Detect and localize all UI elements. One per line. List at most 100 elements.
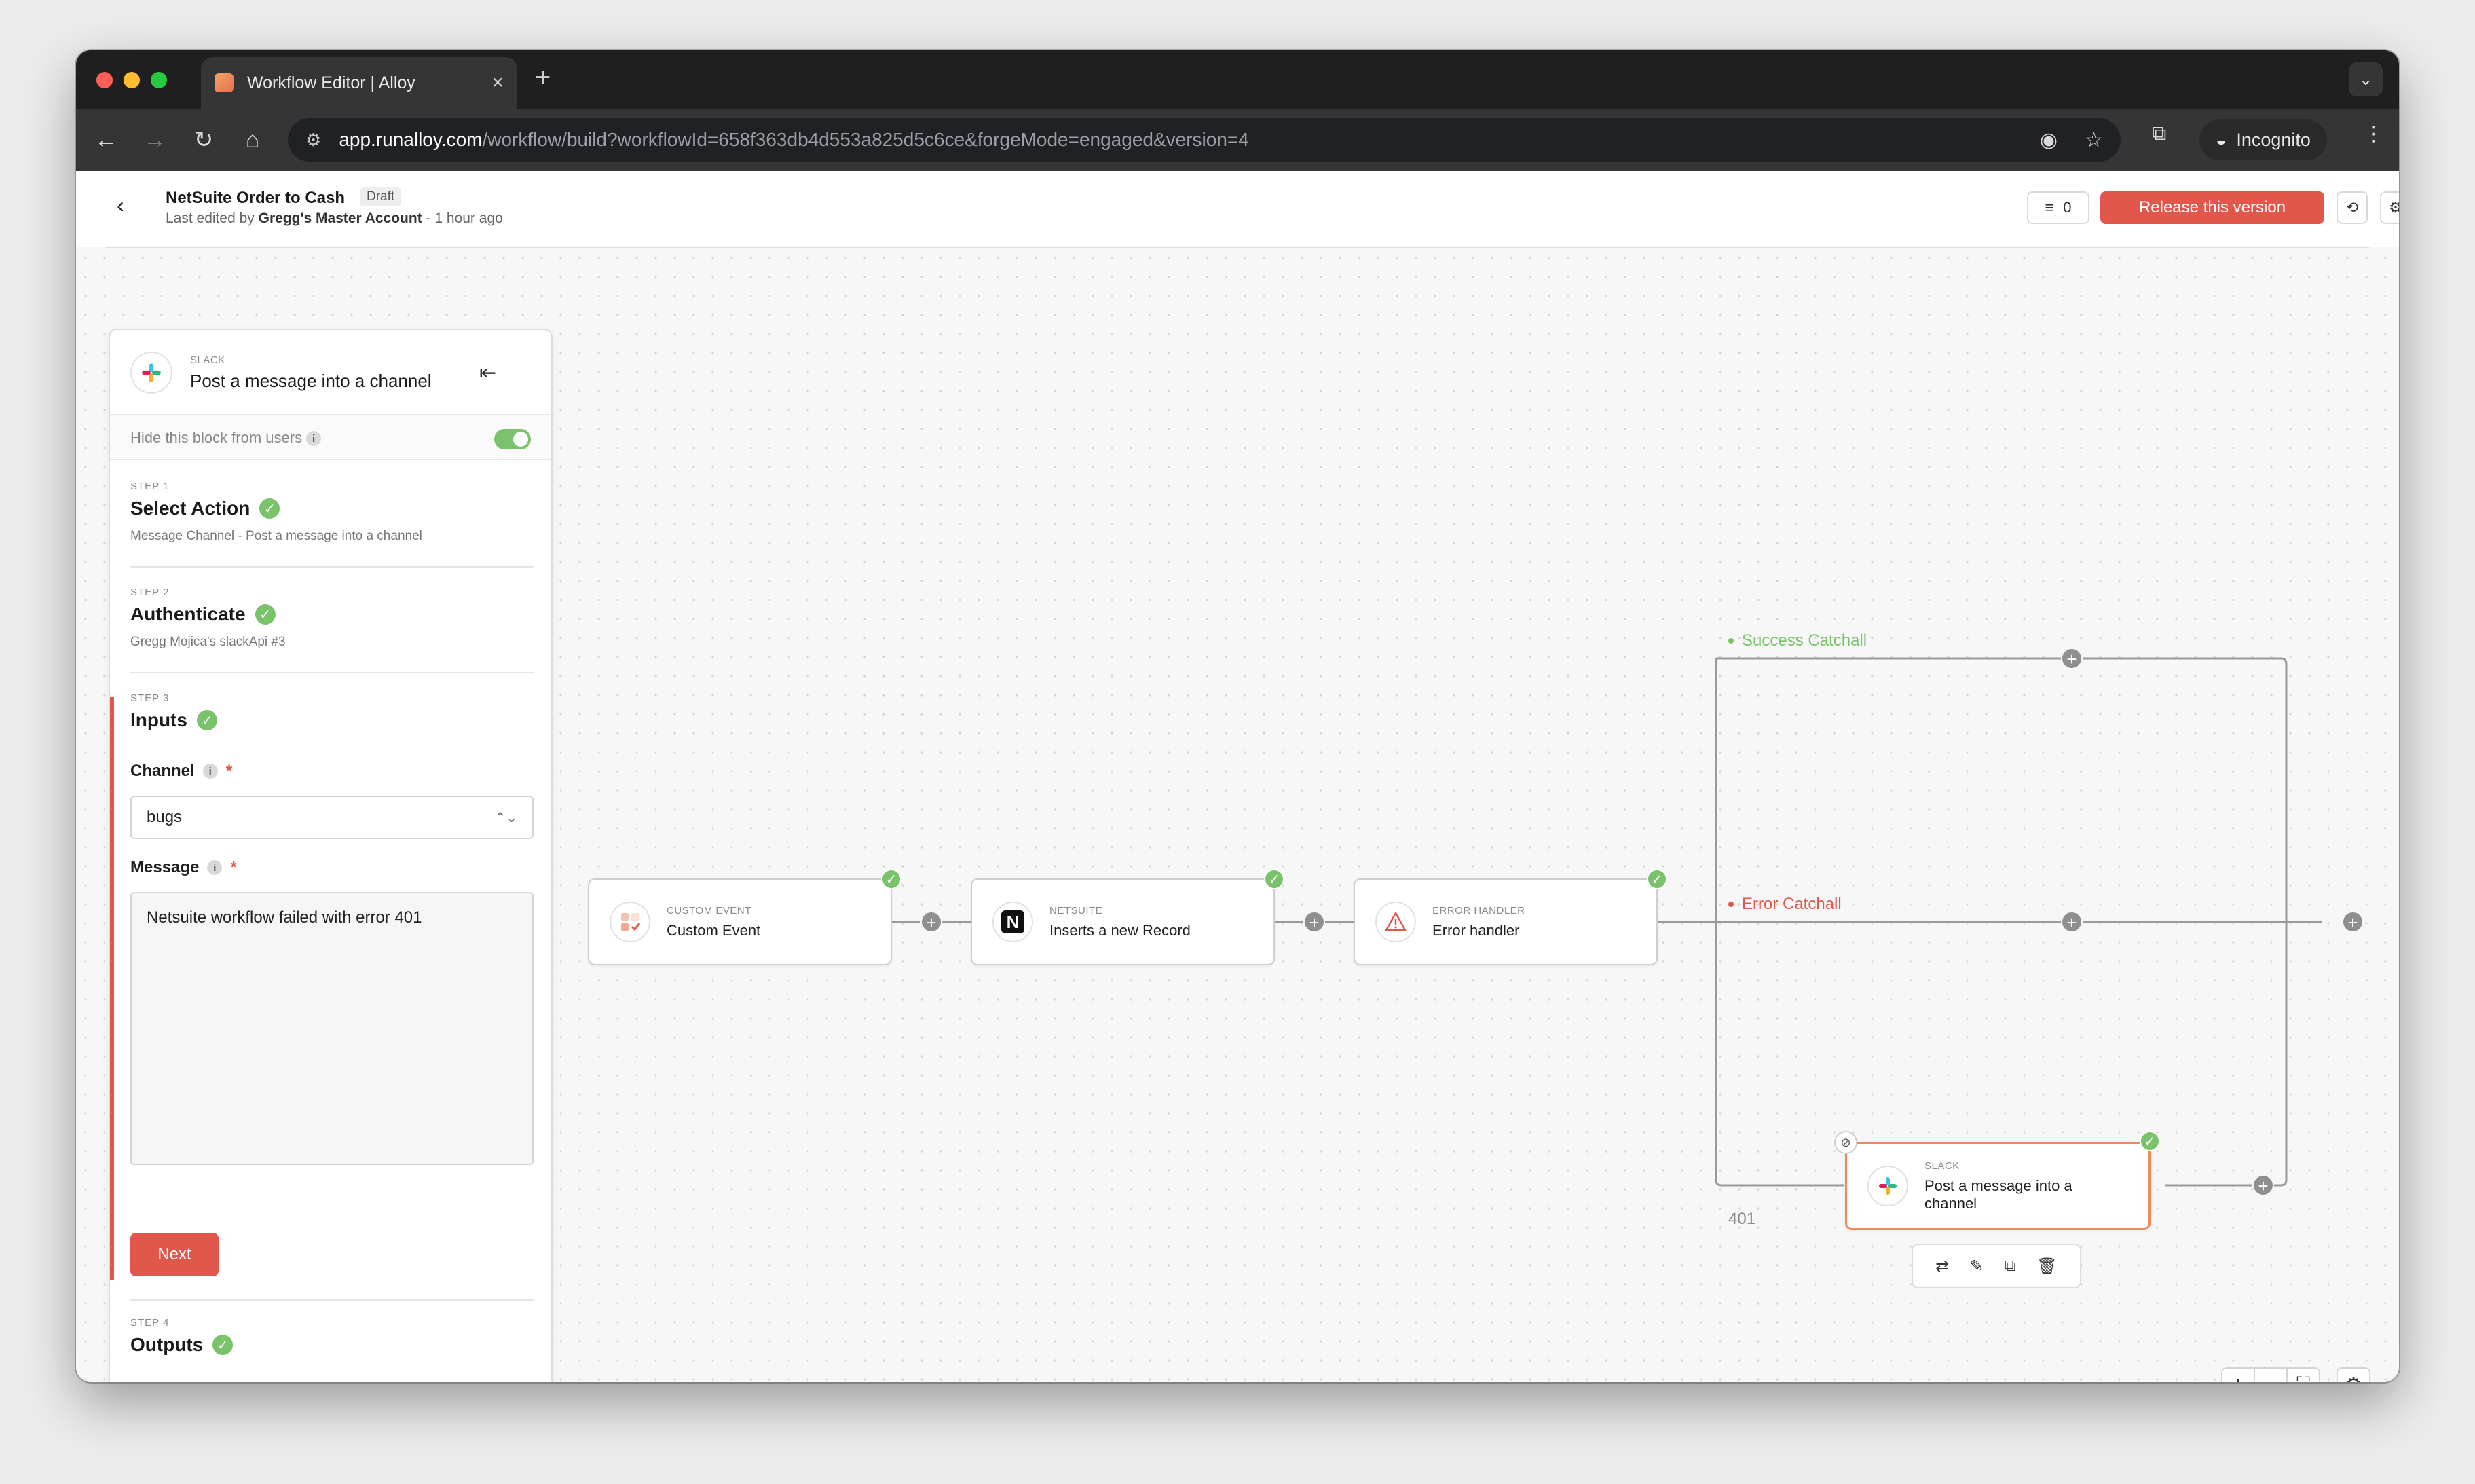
alloy-favicon-icon xyxy=(215,73,234,92)
error-catchall-label: Error Catchall xyxy=(1728,895,1842,914)
add-step-plus-icon[interactable]: + xyxy=(1303,911,1325,933)
info-icon[interactable]: i xyxy=(207,860,223,875)
browser-toolbar: ← → ↻ ⌂ ⚙ app.runalloy.com/workflow/buil… xyxy=(76,109,2399,171)
fit-view-button[interactable]: ⛶ xyxy=(2286,1367,2320,1382)
workflow-header: ‹ NetSuite Order to Cash Draft Last edit… xyxy=(76,171,2399,247)
node-type: SLACK xyxy=(1924,1160,1960,1172)
block-config-panel: SLACK Post a message into a channel ⇤ Hi… xyxy=(109,329,553,1382)
node-action-toolbar: ⇄ ✎ ⧉ 🗑 xyxy=(1912,1244,2081,1288)
home-icon[interactable]: ⌂ xyxy=(245,126,260,153)
node-type: NETSUITE xyxy=(1049,904,1103,916)
incognito-badge[interactable]: ◒ Incognito xyxy=(2199,119,2327,160)
success-catchall-label: Success Catchall xyxy=(1728,631,1867,650)
extensions-icon[interactable]: ⧉ xyxy=(2152,122,2167,145)
zoom-in-button[interactable]: + xyxy=(2221,1367,2255,1382)
node-custom-event[interactable]: CUSTOM EVENT Custom Event xyxy=(588,878,892,965)
close-window-button[interactable] xyxy=(96,72,113,88)
node-error-handler[interactable]: ERROR HANDLER Error handler xyxy=(1354,878,1658,965)
check-icon: ✓ xyxy=(1647,869,1667,889)
check-icon: ✓ xyxy=(2140,1131,2160,1151)
panel-app-type: SLACK xyxy=(190,354,225,366)
minimize-window-button[interactable] xyxy=(124,72,140,88)
settings-gear-icon[interactable]: ⚙ xyxy=(2380,191,2399,224)
active-step-indicator xyxy=(110,697,114,1280)
eye-off-icon: ⊘ xyxy=(1834,1131,1857,1154)
bookmark-star-icon[interactable]: ☆ xyxy=(2085,128,2103,151)
site-settings-icon[interactable]: ⚙ xyxy=(305,129,322,150)
chevron-left-icon[interactable]: ‹ xyxy=(117,193,124,217)
check-icon: ✓ xyxy=(259,498,280,519)
custom-event-icon xyxy=(610,902,650,942)
tracking-eye-off-icon[interactable]: ◉ xyxy=(2039,128,2058,151)
check-icon: ✓ xyxy=(881,869,901,889)
tab-search-button[interactable]: ⌄ xyxy=(2349,62,2383,96)
chevron-up-down-icon: ⌃⌄ xyxy=(494,810,517,826)
add-step-plus-icon[interactable]: + xyxy=(2252,1174,2274,1196)
trash-icon[interactable]: 🗑 xyxy=(2036,1257,2058,1276)
history-icon[interactable]: ⟲ xyxy=(2337,191,2368,224)
step-outputs[interactable]: STEP 4 Outputs✓ xyxy=(130,1317,534,1356)
check-icon: ✓ xyxy=(212,1335,234,1355)
panel-header: SLACK Post a message into a channel ⇤ xyxy=(110,330,551,415)
node-title: Inserts a new Record xyxy=(1049,921,1191,939)
node-title: Post a message into a channel xyxy=(1924,1176,2072,1212)
node-title: Custom Event xyxy=(667,921,761,939)
tab-title: Workflow Editor | Alloy xyxy=(247,73,415,92)
step-inputs[interactable]: STEP 3 Inputs✓ xyxy=(130,692,534,731)
status-badge: Draft xyxy=(360,187,402,206)
address-bar[interactable]: ⚙ app.runalloy.com/workflow/build?workfl… xyxy=(288,118,2121,162)
browser-menu-icon[interactable]: ⋮ xyxy=(2364,123,2384,145)
back-arrow-icon[interactable]: ← xyxy=(94,126,117,153)
node-type: CUSTOM EVENT xyxy=(667,904,751,916)
step-select-action[interactable]: STEP 1 Select Action✓ Message Channel - … xyxy=(130,481,422,543)
tab-strip: Workflow Editor | Alloy × + ⌄ xyxy=(76,50,2399,109)
next-button[interactable]: Next xyxy=(130,1233,219,1276)
tab-workflow-editor[interactable]: Workflow Editor | Alloy × xyxy=(201,57,517,109)
divider xyxy=(130,566,534,568)
duplicate-icon[interactable]: ⧉ xyxy=(2004,1257,2016,1275)
info-icon[interactable]: i xyxy=(202,764,218,779)
add-step-plus-icon[interactable]: + xyxy=(920,911,942,933)
tab-close-icon[interactable]: × xyxy=(491,71,504,94)
node-slack-post-message[interactable]: SLACK Post a message into a channel xyxy=(1845,1142,2151,1230)
header-divider xyxy=(106,247,2369,248)
forward-arrow-icon[interactable]: → xyxy=(143,126,166,153)
url-text: app.runalloy.com/workflow/build?workflow… xyxy=(339,129,1249,150)
edit-pencil-icon[interactable]: ✎ xyxy=(1969,1257,1984,1276)
last-edited: Last edited by Gregg's Master Account - … xyxy=(166,210,503,226)
workflow-edges xyxy=(892,657,2322,1187)
collapse-panel-icon[interactable]: ⇤ xyxy=(479,362,497,384)
swap-icon[interactable]: ⇄ xyxy=(1935,1257,1950,1276)
canvas-settings-icon[interactable]: ⚙ xyxy=(2337,1367,2370,1382)
zoom-out-button[interactable]: − xyxy=(2254,1367,2288,1382)
step-authenticate[interactable]: STEP 2 Authenticate✓ Gregg Mojica's slac… xyxy=(130,587,286,649)
divider xyxy=(130,672,534,673)
reload-icon[interactable]: ↻ xyxy=(193,127,214,153)
add-step-plus-icon[interactable]: + xyxy=(2061,648,2083,669)
check-icon: ✓ xyxy=(1264,869,1284,889)
node-netsuite[interactable]: N NETSUITE Inserts a new Record xyxy=(971,878,1275,965)
hide-block-toggle[interactable] xyxy=(494,429,531,449)
node-type: ERROR HANDLER xyxy=(1432,904,1525,916)
info-icon[interactable]: i xyxy=(306,431,322,447)
add-step-plus-icon[interactable]: + xyxy=(2061,911,2083,933)
message-textarea[interactable]: Netsuite workflow failed with error 401 xyxy=(130,892,534,1165)
workflow-name[interactable]: NetSuite Order to Cash xyxy=(166,189,346,207)
warning-triangle-icon xyxy=(1375,902,1416,942)
channel-select[interactable]: bugs ⌃⌄ xyxy=(130,796,534,839)
app-page: ‹ NetSuite Order to Cash Draft Last edit… xyxy=(76,171,2399,1382)
incognito-icon: ◒ xyxy=(2216,129,2227,150)
slack-icon xyxy=(1867,1166,1908,1206)
check-icon: ✓ xyxy=(197,710,217,730)
browser-window: Workflow Editor | Alloy × + ⌄ ← → ↻ ⌂ ⚙ … xyxy=(76,50,2399,1382)
release-version-button[interactable]: Release this version xyxy=(2100,191,2324,224)
netsuite-icon: N xyxy=(992,902,1033,942)
list-icon: ≡ xyxy=(2045,199,2054,216)
issues-button[interactable]: ≡ 0 xyxy=(2027,191,2089,224)
new-tab-button[interactable]: + xyxy=(535,62,551,92)
add-step-plus-icon[interactable]: + xyxy=(2342,911,2364,933)
maximize-window-button[interactable] xyxy=(151,72,167,88)
